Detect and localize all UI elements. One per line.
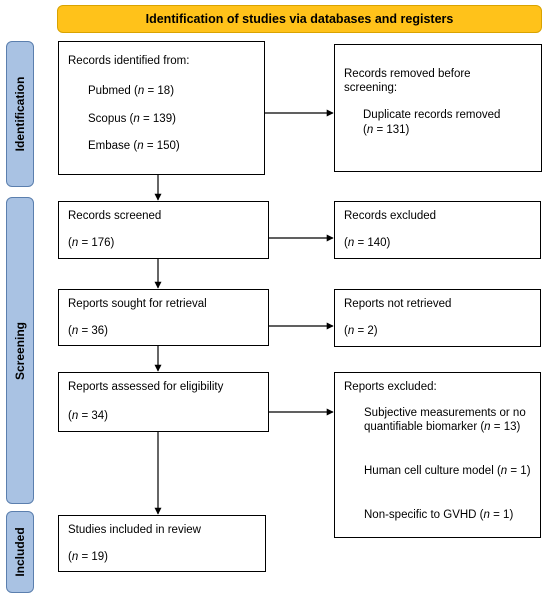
exclusion-reason-subjective: Subjective measurements or no quantifiab… — [364, 407, 526, 433]
phase-identification: Identification — [6, 41, 34, 187]
header-title: Identification of studies via databases … — [145, 12, 454, 26]
reports-assessed-box: Reports assessed for eligibility (n = 34… — [58, 372, 269, 432]
duplicate-records-label: Duplicate records removed — [363, 109, 501, 121]
studies-included-box: Studies included in review (n = 19) — [58, 515, 266, 572]
reports-sought-count: (n = 36) — [68, 325, 108, 337]
source-pubmed: Pubmed (n = 18) — [88, 85, 175, 97]
phase-screening: Screening — [6, 197, 34, 504]
duplicate-records-count: (n = 131) — [363, 124, 410, 136]
records-removed-box: Records removed before screening: Duplic… — [334, 44, 542, 172]
records-screened-box: Records screened (n = 176) — [58, 201, 269, 259]
reports-not-retrieved-label: Reports not retrieved — [344, 298, 452, 310]
reports-sought-label: Reports sought for retrieval — [68, 298, 207, 310]
reports-assessed-count: (n = 34) — [68, 410, 108, 422]
records-screened-label: Records screened — [68, 210, 162, 222]
records-excluded-label: Records excluded — [344, 210, 437, 222]
reports-excluded-heading: Reports excluded: — [344, 381, 437, 393]
reports-assessed-label: Reports assessed for eligibility — [68, 381, 224, 393]
records-excluded-count: (n = 140) — [344, 237, 391, 249]
records-identified-box: Records identified from: Pubmed (n = 18)… — [58, 41, 265, 175]
records-removed-heading-1: Records removed before — [344, 68, 471, 80]
records-excluded-box: Records excluded (n = 140) — [334, 201, 541, 259]
studies-included-count: (n = 19) — [68, 551, 108, 563]
records-identified-heading: Records identified from: — [68, 55, 190, 67]
phase-included: Included — [6, 511, 34, 593]
reports-not-retrieved-box: Reports not retrieved (n = 2) — [334, 289, 541, 347]
reports-sought-box: Reports sought for retrieval (n = 36) — [58, 289, 269, 346]
source-embase: Embase (n = 150) — [88, 140, 180, 152]
records-removed-heading-2: screening: — [344, 82, 398, 94]
reports-excluded-box: Reports excluded: Subjective measurement… — [334, 372, 541, 538]
source-scopus: Scopus (n = 139) — [88, 113, 176, 125]
exclusion-reason-non-specific: Non-specific to GVHD (n = 1) — [364, 509, 514, 521]
diagram-header: Identification of studies via databases … — [57, 5, 542, 33]
exclusion-reason-cell-culture: Human cell culture model (n = 1) — [364, 465, 531, 477]
reports-not-retrieved-count: (n = 2) — [344, 325, 378, 337]
studies-included-label: Studies included in review — [68, 524, 201, 536]
records-screened-count: (n = 176) — [68, 237, 115, 249]
